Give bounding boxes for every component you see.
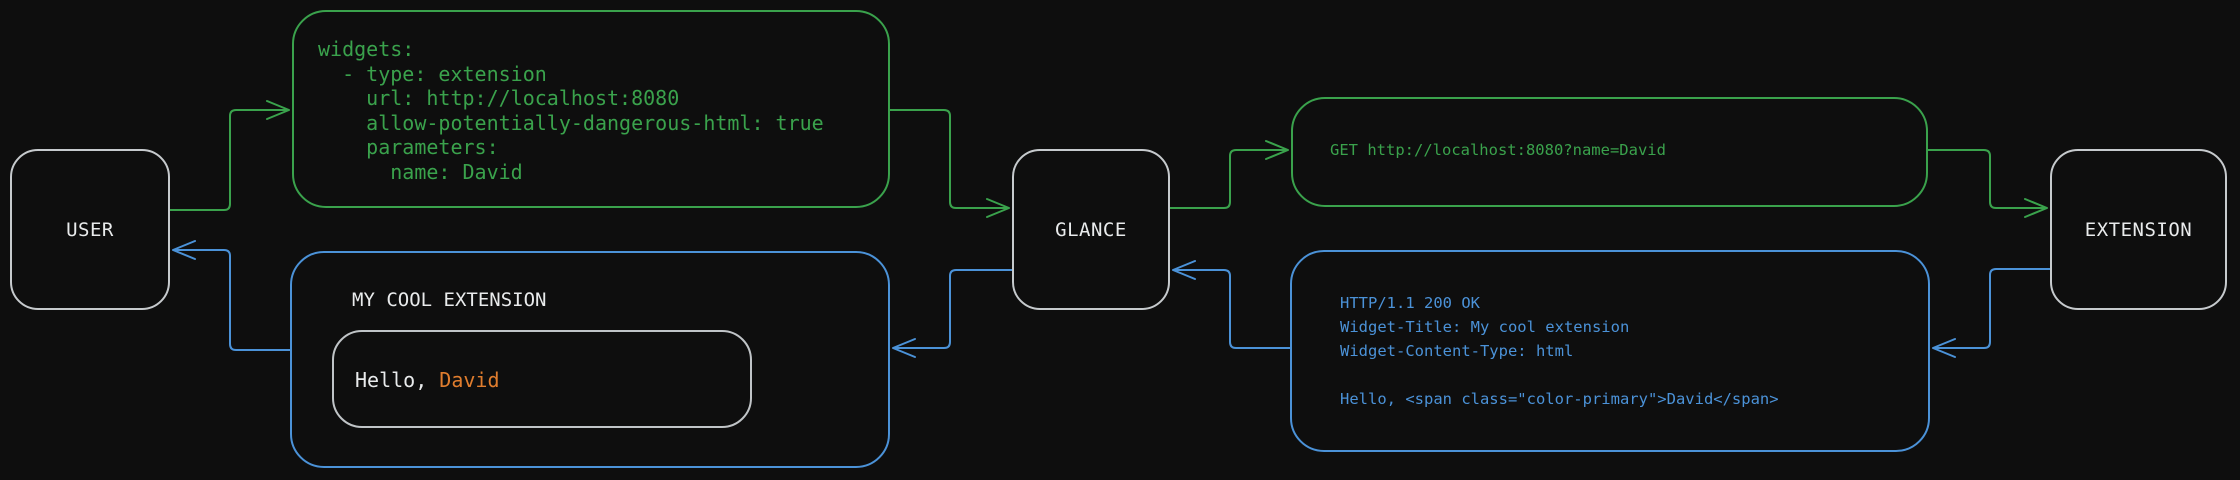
widget-greeting-name: David [439, 368, 500, 392]
user-to-config-arrow [169, 100, 290, 211]
config-yaml-box [292, 10, 890, 208]
widget-preview-title: MY COOL EXTENSION [352, 289, 547, 311]
node-user: USER [10, 149, 170, 310]
glance-to-request-arrow [1169, 140, 1289, 209]
widget-greeting-prefix: Hello, [355, 368, 440, 392]
node-extension-label: EXTENSION [2084, 218, 2193, 241]
request-to-extension-arrow [1927, 149, 2048, 218]
node-extension: EXTENSION [2050, 149, 2227, 310]
http-request-code: GET http://localhost:8080?name=David [1330, 141, 1666, 159]
config-yaml-code: widgets: - type: extension url: http://l… [318, 37, 824, 184]
widget-greeting: Hello, David [355, 368, 500, 392]
widget-to-user-arrow [172, 240, 291, 351]
glance-to-widget-arrow [892, 269, 1013, 358]
http-response-code: HTTP/1.1 200 OK Widget-Title: My cool ex… [1340, 294, 1779, 408]
node-user-label: USER [66, 218, 114, 241]
response-to-glance-arrow [1172, 260, 1291, 349]
node-glance: GLANCE [1012, 149, 1170, 310]
http-response-box [1290, 250, 1930, 452]
extension-to-response-arrow [1932, 268, 2051, 358]
config-to-glance-arrow [889, 109, 1010, 218]
widget-preview-inner-box [332, 330, 752, 428]
node-glance-label: GLANCE [1055, 218, 1127, 241]
http-request-box [1291, 97, 1928, 207]
